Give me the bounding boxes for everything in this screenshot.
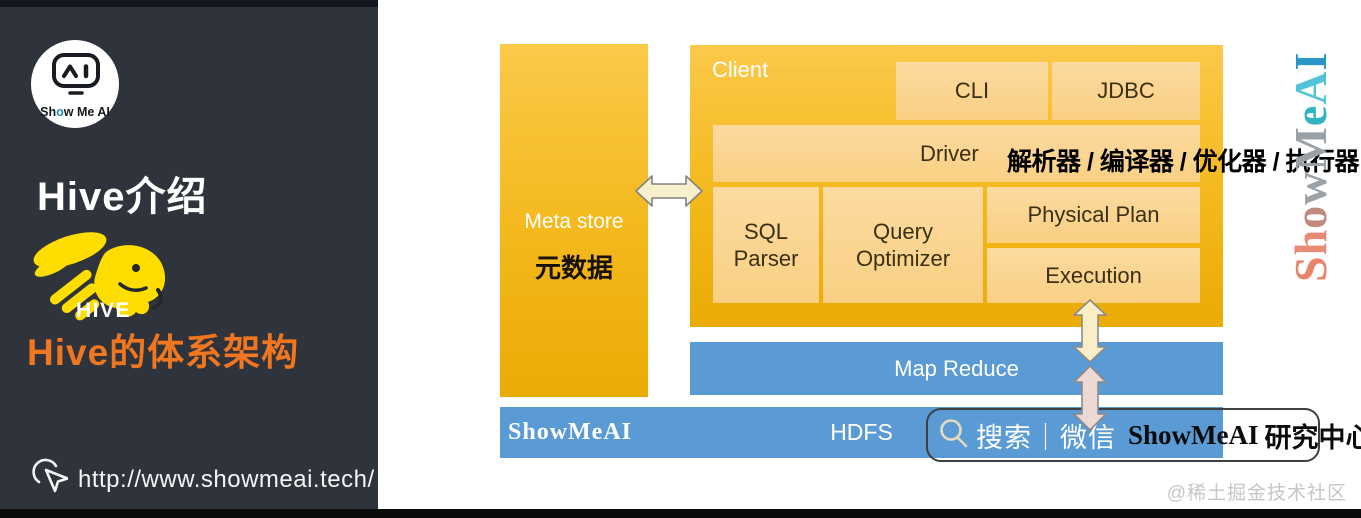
community-watermark: @稀土掘金技术社区 bbox=[1166, 483, 1347, 504]
jdbc-box: JDBC bbox=[1052, 62, 1200, 120]
meta-store-box: Meta store 元数据 bbox=[500, 44, 648, 397]
map-reduce-bar: Map Reduce bbox=[690, 342, 1223, 395]
robot-icon bbox=[46, 50, 104, 107]
execution-mapreduce-arrow-icon bbox=[1072, 298, 1108, 369]
hdfs-brand-label: ShowMeAI bbox=[508, 419, 633, 445]
mapreduce-hdfs-arrow-icon bbox=[1072, 364, 1108, 437]
cli-box: CLI bbox=[896, 62, 1048, 120]
client-box: Client CLI JDBC Driver SQL Parser Query … bbox=[690, 45, 1223, 327]
meta-store-sublabel: 元数据 bbox=[534, 253, 613, 283]
hdfs-label: HDFS bbox=[830, 419, 893, 445]
driver-annotation: 解析器 / 编译器 / 优化器 / 执行器 bbox=[1007, 148, 1360, 176]
sql-parser-box: SQL Parser bbox=[713, 187, 819, 303]
physical-plan-box: Physical Plan bbox=[987, 187, 1200, 243]
sidebar-top-strip bbox=[0, 0, 378, 7]
query-optimizer-box: Query Optimizer bbox=[823, 187, 983, 303]
driver-label: Driver bbox=[920, 140, 979, 166]
page-title: Hive介绍 bbox=[37, 175, 208, 219]
hive-bee-logo-icon bbox=[20, 232, 185, 337]
slide-subtitle: Hive的体系架构 bbox=[27, 332, 300, 373]
cursor-click-icon bbox=[32, 458, 69, 501]
search-brand-text: ShowMeAI bbox=[1128, 419, 1259, 450]
meta-client-arrow-icon bbox=[634, 171, 704, 216]
hive-badge-label: HIVE bbox=[76, 299, 132, 322]
showmeai-logo-text: Show Me AI bbox=[40, 104, 110, 119]
driver-box: Driver bbox=[713, 125, 1200, 182]
bottom-black-bar bbox=[0, 509, 1361, 518]
vertical-brand-watermark: ShowMeAI bbox=[1285, 51, 1336, 282]
meta-store-label: Meta store bbox=[524, 210, 624, 233]
website-link-row: http://www.showmeai.tech/ bbox=[32, 458, 375, 501]
execution-box: Execution bbox=[987, 248, 1200, 303]
wechat-search-watermark: 搜索｜微信 ShowMeAI 研究中心 bbox=[926, 408, 1361, 462]
showmeai-logo: Show Me AI bbox=[31, 40, 119, 128]
search-icon bbox=[938, 417, 970, 454]
sidebar: Show Me AI Hive介绍 HIVE H bbox=[0, 0, 378, 509]
client-label: Client bbox=[712, 57, 769, 82]
website-url[interactable]: http://www.showmeai.tech/ bbox=[78, 465, 375, 493]
search-suffix-text: 研究中心 bbox=[1264, 422, 1361, 453]
